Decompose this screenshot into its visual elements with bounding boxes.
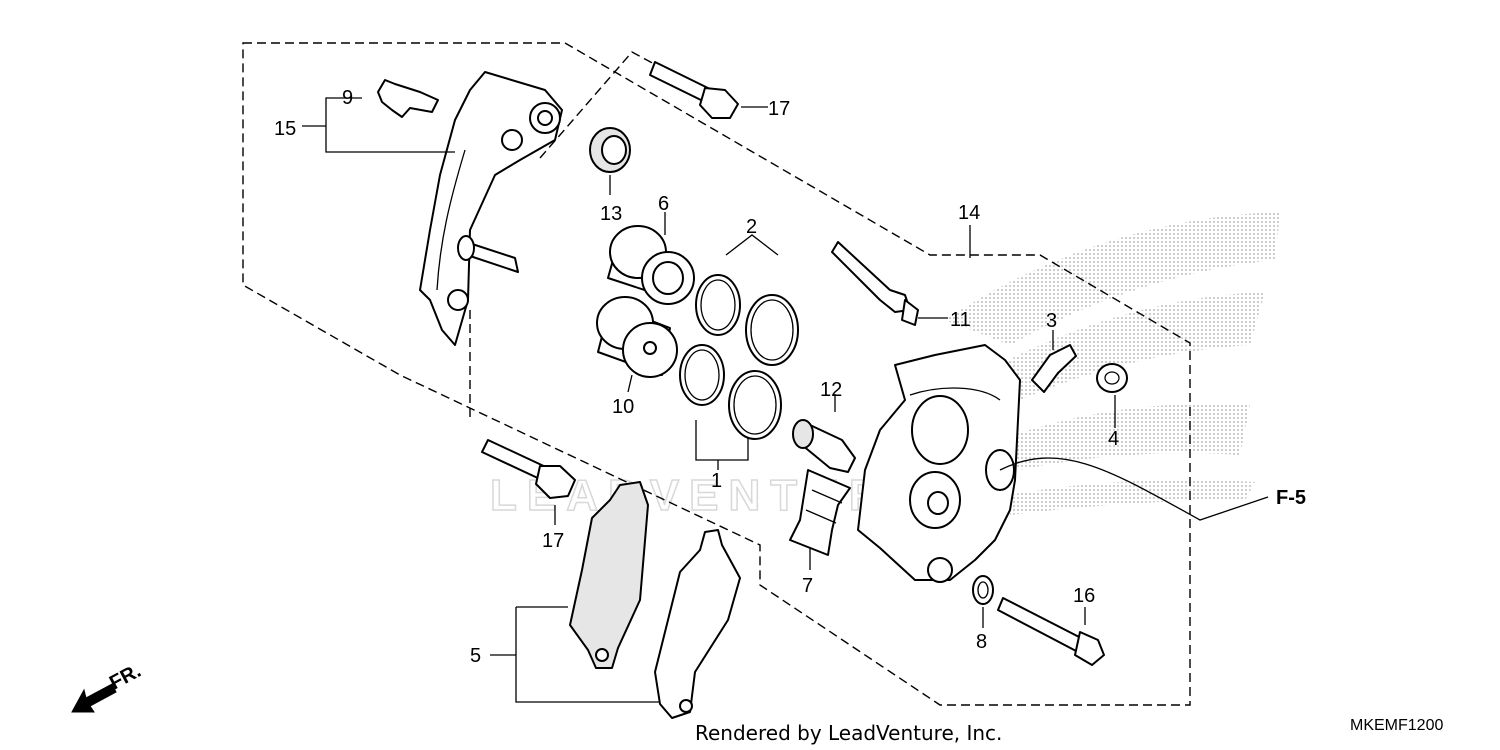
callout-12: 12 <box>820 379 842 401</box>
front-direction-arrow: FR. <box>71 660 145 713</box>
pad-clip <box>377 79 439 118</box>
callout-13: 13 <box>600 203 622 225</box>
pin-with-boot <box>792 419 856 473</box>
callout-17-lower: 17 <box>542 530 564 552</box>
caliper-bracket <box>419 71 563 346</box>
reference-label: F-5 <box>1276 487 1306 509</box>
callout-5: 5 <box>470 645 481 667</box>
slide-pin <box>831 241 919 326</box>
pad-spring <box>789 469 851 556</box>
callout-8: 8 <box>976 631 987 653</box>
caliper-body <box>857 344 1021 583</box>
brake-pads <box>569 481 741 719</box>
bolt-lower <box>481 439 576 499</box>
callouts: 9 15 17 13 6 2 14 11 3 12 10 4 1 F-5 17 … <box>274 87 1306 667</box>
callout-4: 4 <box>1108 428 1119 450</box>
callout-11: 11 <box>950 309 971 331</box>
bleeder-valve <box>1031 344 1077 393</box>
callout-17-upper: 17 <box>768 98 790 120</box>
callout-7: 7 <box>802 575 813 597</box>
callout-6: 6 <box>658 193 669 215</box>
rubber-boot <box>589 127 631 173</box>
callout-14: 14 <box>958 202 980 224</box>
callout-16: 16 <box>1073 585 1095 607</box>
piston-10 <box>596 296 678 378</box>
diagram-code: MKEMF1200 <box>1350 717 1443 734</box>
callout-3: 3 <box>1046 310 1057 332</box>
bolt-upper <box>649 61 739 119</box>
piston-6 <box>607 225 695 305</box>
callout-2: 2 <box>746 216 757 238</box>
leader-lines <box>302 97 1269 703</box>
callout-15: 15 <box>274 118 296 140</box>
piston-seals <box>679 274 799 440</box>
callout-9: 9 <box>342 87 353 109</box>
rendered-by-footer: Rendered by LeadVenture, Inc. <box>695 721 1002 745</box>
callout-10: 10 <box>612 396 634 418</box>
bleeder-cap <box>1096 363 1128 393</box>
pad-pin-bolt <box>997 597 1105 666</box>
washer <box>972 575 994 605</box>
callout-1: 1 <box>711 470 722 492</box>
